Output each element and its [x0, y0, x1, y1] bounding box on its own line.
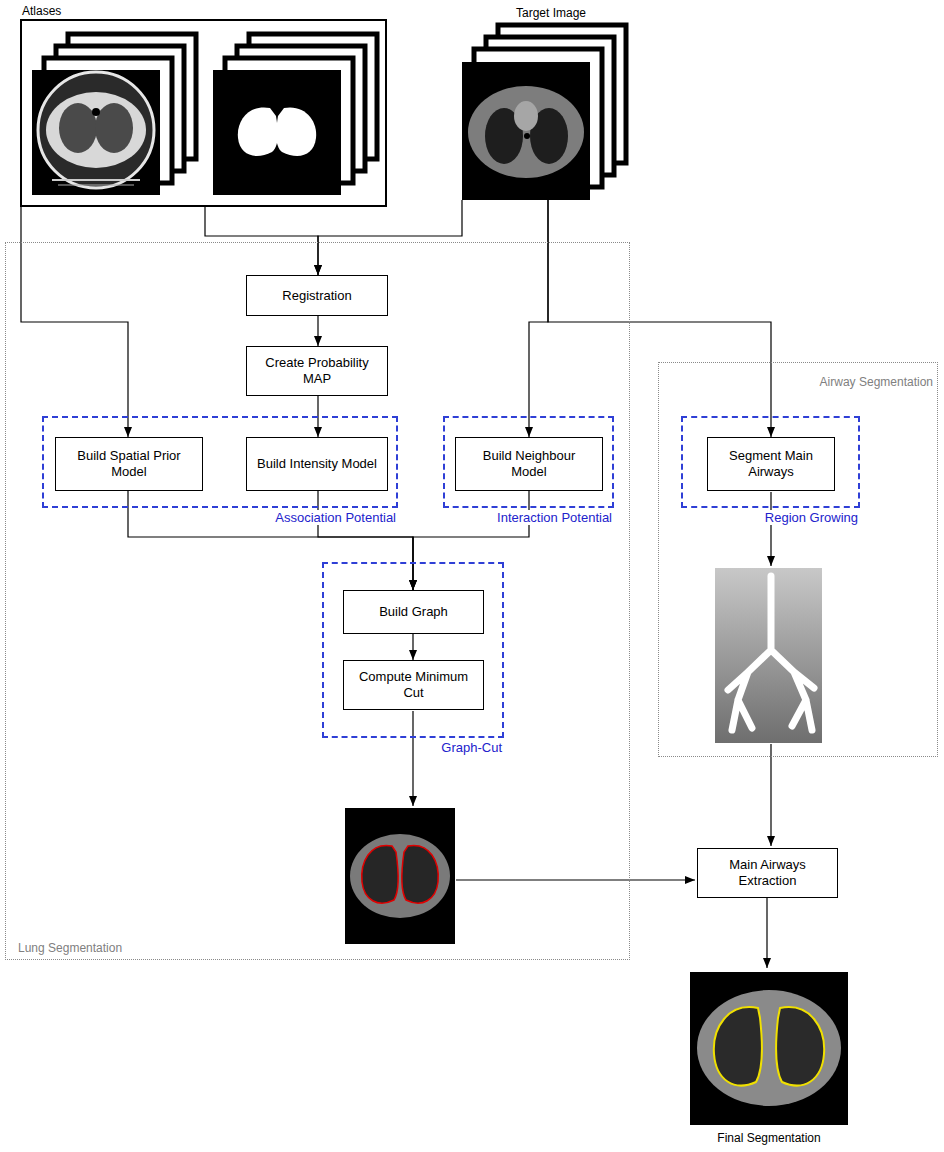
group-label: Region Growing — [763, 510, 860, 525]
box-label: Build Intensity Model — [257, 456, 377, 472]
process-box: Build Intensity Model — [246, 437, 388, 491]
group-label: Target Image — [516, 6, 586, 21]
group-box: Interaction PotentialBuild Neighbour Mod… — [443, 416, 614, 508]
airway-tree-image — [715, 568, 822, 743]
target-ct-stack — [462, 25, 626, 200]
process-box: Segment Main Airways — [707, 437, 835, 491]
lung-result-image — [345, 808, 455, 944]
process-box: Build Graph — [343, 590, 484, 634]
box-label: Segment Main Airways — [716, 448, 826, 480]
connector — [529, 200, 548, 437]
atlas-ct-stack — [32, 34, 196, 195]
box-label: Main Airways Extraction — [706, 857, 829, 889]
connector — [318, 200, 462, 275]
box-label: Build Spatial Prior Model — [64, 448, 194, 480]
group-label: Final Segmentation — [686, 1131, 852, 1146]
group-label: Airway Segmentation — [820, 375, 933, 390]
connector — [766, 898, 767, 968]
process-box: Build Spatial Prior Model — [55, 437, 203, 491]
process-box: Compute Minimum Cut — [343, 660, 484, 710]
region-box: Lung Segmentation RegistrationCreate Prob… — [5, 242, 630, 960]
process-box: Registration — [246, 275, 388, 316]
group-label: Lung Segmentation — [18, 941, 122, 956]
connector — [128, 491, 413, 590]
region-box: Airway SegmentationRegion GrowingSegment… — [658, 362, 938, 757]
connector — [413, 491, 529, 590]
atlas-frame: Atlases — [20, 19, 387, 207]
connector — [412, 634, 413, 660]
image-node: Target Image — [458, 6, 628, 200]
group-box: Region GrowingSegment Main Airways — [681, 416, 860, 508]
connector — [318, 491, 413, 590]
box-label: Compute Minimum Cut — [352, 669, 475, 701]
connector — [548, 200, 771, 437]
process-box: Build Neighbour Model — [455, 437, 603, 491]
group-box: Association PotentialBuild Spatial Prior… — [42, 416, 398, 508]
group-box: Graph-CutBuild GraphCompute Minimum Cut — [322, 562, 504, 738]
connector — [205, 207, 318, 275]
group-label: Atlases — [22, 4, 61, 19]
connector — [317, 316, 318, 346]
box-label: Build Graph — [379, 604, 448, 620]
group-label: Graph-Cut — [439, 740, 504, 755]
final-image — [690, 972, 848, 1125]
group-label: Association Potential — [273, 510, 398, 525]
box-label: Registration — [282, 288, 351, 304]
box-label: Build Neighbour Model — [464, 448, 594, 480]
atlas-mask-stack — [213, 34, 377, 195]
process-box: Create Probability MAP — [246, 346, 388, 396]
image-node: Final Segmentation — [686, 968, 852, 1150]
process-box: Main Airways Extraction — [697, 848, 838, 898]
group-label: Interaction Potential — [495, 510, 614, 525]
box-label: Create Probability MAP — [255, 355, 379, 387]
